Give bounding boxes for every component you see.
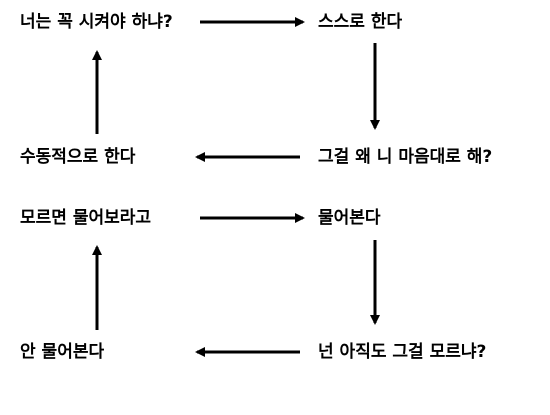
node-do-on-own: 스스로 한다 <box>318 12 403 32</box>
node-must-be-told: 너는 꼭 시켜야 하냐? <box>20 12 173 32</box>
node-ask-if-unsure: 모르면 물어보라고 <box>20 208 152 228</box>
node-why-do-as-you-like: 그걸 왜 니 마음대로 해? <box>318 147 493 167</box>
node-dont-ask: 안 물어본다 <box>20 342 105 362</box>
node-act-passively: 수동적으로 한다 <box>20 147 136 167</box>
node-still-dont-know: 넌 아직도 그걸 모르냐? <box>318 342 487 362</box>
node-ask: 물어본다 <box>318 208 381 228</box>
